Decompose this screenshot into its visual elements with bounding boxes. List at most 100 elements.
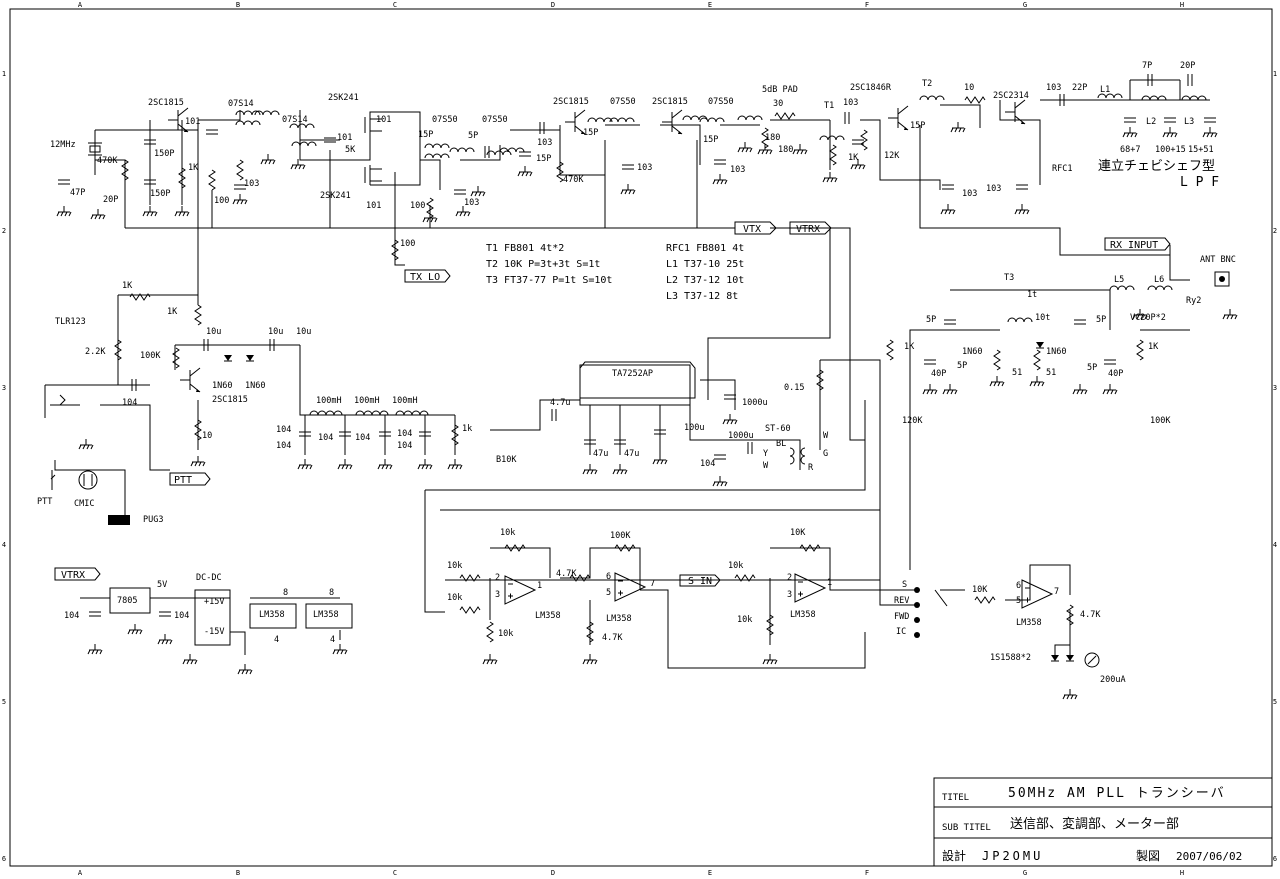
title-block: TITEL 50MHz AM PLL トランシーバ SUB TITEL 送信部、… <box>933 777 1273 867</box>
label-c5pa: 5P <box>926 315 936 325</box>
lpf-note: 連立チェビシェフ型 L P F <box>1098 159 1219 190</box>
coil-18 <box>1097 93 1123 99</box>
label-r180a: 180 <box>765 133 780 143</box>
label-c150b: 150P <box>150 189 170 199</box>
label-c15pc: 15P <box>583 128 598 138</box>
lpf-note-line1: 連立チェビシェフ型 <box>1098 159 1215 174</box>
resistor-h-3 <box>964 96 986 104</box>
capacitor-v-28 <box>944 319 956 325</box>
capacitor-v-27 <box>159 611 171 617</box>
net-flag-rx-input: RX INPUT <box>1104 237 1171 251</box>
capacitor-h-1 <box>203 339 209 351</box>
resistor-v-8 <box>829 144 837 166</box>
label-r47kc: 4.7K <box>1080 610 1101 620</box>
capacitor-v-16 <box>1164 117 1176 123</box>
ground-47 <box>762 654 778 665</box>
label-pin8a: 8 <box>283 588 288 598</box>
capacitor-v-26 <box>89 611 101 617</box>
coil-t2: T2 10K P=3t+3t S=1t <box>486 259 600 270</box>
label-r120k: 120K <box>902 416 923 426</box>
grid-col-B: B <box>236 869 240 877</box>
label-r100c: 100 <box>400 239 415 249</box>
grid-col-H: H <box>1180 869 1184 877</box>
resistor-h-10 <box>799 544 821 552</box>
capacitor-h-6 <box>844 112 850 124</box>
label-swFWD: FWD <box>894 612 909 622</box>
ground-12 <box>620 184 636 195</box>
ground-4 <box>174 206 190 217</box>
label-op2p6: 6 <box>606 572 611 582</box>
opamp-1 <box>504 575 537 605</box>
grid-row-1: 1 <box>1273 70 1277 78</box>
label-ptt: PTT <box>37 497 52 507</box>
design-label: 設計 <box>942 848 966 863</box>
label-swIC: IC <box>896 627 906 637</box>
label-c104j: 104 <box>174 611 189 621</box>
net-flag-tx-lo: TX LO <box>404 269 451 283</box>
label-wB: BL <box>776 439 786 449</box>
lm358-power-b <box>305 603 353 629</box>
ground-41 <box>612 464 628 475</box>
subtitle-label: SUB TITEL <box>942 823 991 833</box>
label-c103b: 103 <box>464 198 479 208</box>
label-lm3: LM358 <box>790 610 816 620</box>
label-pin8b: 8 <box>329 588 334 598</box>
ground-50 <box>127 624 143 635</box>
label-c103f: 103 <box>843 98 858 108</box>
label-c103e: 103 <box>730 165 745 175</box>
capacitor-v-2 <box>144 139 156 145</box>
label-lm2: LM358 <box>606 614 632 624</box>
label-t3lbl: T3 <box>1004 273 1014 283</box>
net-flag-s-in: S IN <box>679 574 721 587</box>
grid-col-A: A <box>78 869 83 877</box>
label-rxant: ANT BNC <box>1200 255 1236 265</box>
label-r51b: 51 <box>1046 368 1056 378</box>
label-r1kb: 1K <box>848 153 859 163</box>
capacitor-v-10 <box>714 159 726 165</box>
ground-45 <box>482 654 498 665</box>
label-r10ka: 10k <box>447 561 462 571</box>
ground-24 <box>1202 127 1218 138</box>
label-l2lbl: L2 <box>1146 117 1156 127</box>
capacitor-h-9 <box>1187 74 1193 86</box>
label-r10kh: 10K <box>972 585 988 595</box>
grid-row-4: 4 <box>1273 541 1277 549</box>
capacitor-v-1 <box>58 179 70 185</box>
grid-row-3: 3 <box>2 384 6 392</box>
resistor-h-8 <box>614 544 636 552</box>
grid-row-5: 5 <box>2 698 6 706</box>
capacitor-h-3 <box>131 379 137 391</box>
label-swREV: REV <box>894 596 909 606</box>
label-t2lbl: T2 <box>922 79 932 89</box>
coil-t3: T3 FT37-77 P=1t S=10t <box>486 275 612 286</box>
coil-5 <box>291 141 317 147</box>
capacitor-v-15 <box>1204 117 1216 123</box>
label-c101b: 101 <box>337 133 352 143</box>
grid-row-6: 6 <box>2 855 6 863</box>
ground-18 <box>850 159 866 170</box>
ground-31 <box>922 384 938 395</box>
coil-22 <box>1109 285 1135 291</box>
net-label-rx-input: RX INPUT <box>1110 240 1158 251</box>
coil-3 <box>254 110 280 116</box>
label-d1n60c: 1N60 <box>962 347 982 357</box>
coil-23 <box>1147 285 1173 291</box>
grid-col-F: F <box>865 869 869 877</box>
fet-2 <box>364 165 382 185</box>
label-r12k: 12K <box>884 151 900 161</box>
fet-1 <box>364 115 382 135</box>
ground-7 <box>290 159 306 170</box>
capacitor-v-25 <box>714 454 726 460</box>
label-m15: -15V <box>204 627 224 637</box>
capacitor-v-31 <box>1104 359 1116 365</box>
resistor-v-2 <box>178 167 186 189</box>
coil-7 <box>424 153 450 159</box>
label-c1t: 1t <box>1027 290 1037 300</box>
label-r1kf: 1K <box>904 342 915 352</box>
label-c5pc: 5P <box>957 361 967 371</box>
label-swS: S <box>902 580 907 590</box>
label-c1000ua: 1000u <box>742 398 768 408</box>
resistor-v-17 <box>993 349 1001 371</box>
label-c15: 15+51 <box>1188 145 1214 155</box>
